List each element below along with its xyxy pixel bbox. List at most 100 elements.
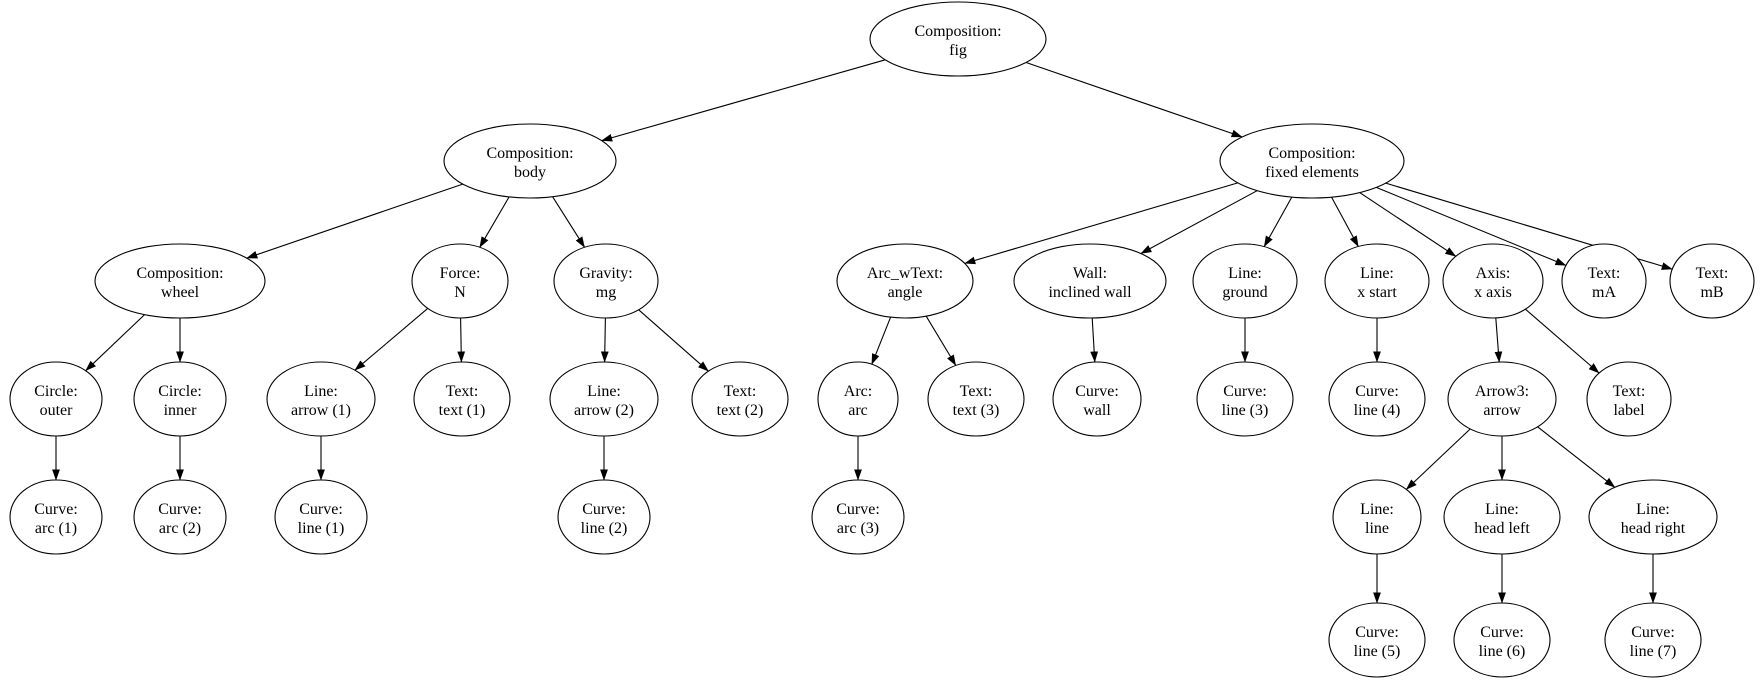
node-label-line2-angle: angle [888,284,923,301]
node-label-line1-carc3: Curve: [836,501,880,518]
node-ellipse-text3 [927,361,1025,437]
edge-arrow3-to-headright [1537,426,1616,488]
node-text1: Text:text (1) [413,361,511,437]
node-ellipse-carc1 [9,479,103,555]
edge-fixed-to-wall [1140,190,1258,254]
node-label-line2-ground: ground [1222,284,1267,301]
node-label-line2-arrow2: arrow (2) [574,402,634,419]
node-label-line1-label: Text: [1613,383,1646,400]
node-wall: Wall:inclined wall [1013,243,1167,319]
node-cline4: Curve:line (4) [1328,361,1426,437]
node-carc2: Curve:arc (2) [133,479,227,555]
edge-gravity-to-arrow2 [600,317,609,363]
node-label-line2-inner: inner [164,402,198,419]
node-ellipse-xstart [1324,243,1430,319]
node-ellipse-arrow3 [1447,361,1557,437]
node-label-line2-xstart: x start [1357,284,1397,301]
node-ellipse-arrow2 [549,361,659,437]
node-cline7: Curve:line (7) [1604,602,1702,678]
node-label-line2-arrow3: arrow [1483,402,1521,419]
node-ellipse-text1 [413,361,511,437]
node-ellipse-cline4 [1328,361,1426,437]
node-body: Composition: body [443,123,617,199]
node-ellipse-cline2 [557,479,651,555]
node-label-line2-wall: inclined wall [1048,284,1132,301]
node-label-line2-cline4: line (4) [1354,402,1401,419]
node-fixed: Composition:fixed elements [1219,123,1405,199]
node-cline6: Curve:line (6) [1453,602,1551,678]
node-ellipse-cline6 [1453,602,1551,678]
node-label: Text:label [1586,361,1672,437]
node-carc3: Curve:arc (3) [811,479,905,555]
node-label-line2-mA: mA [1592,284,1616,301]
node-label-line1-carc2: Curve: [158,501,202,518]
node-label-line1-wheel: Composition: [136,265,223,282]
edge-forceN-to-text1 [457,317,466,363]
node-ellipse-arrow1 [266,361,376,437]
node-label-line1-cline3: Curve: [1223,383,1267,400]
node-label-line2-fig: fig [949,42,967,59]
node-label-line2-carc1: arc (1) [35,520,77,537]
node-fig: Composition: fig [869,1,1047,77]
edge-wheel-to-outer [85,314,145,372]
node-label-line1-outer: Circle: [34,383,78,400]
node-label-line2-body: body [514,164,546,181]
node-ellipse-fig [869,1,1047,77]
node-ellipse-body [443,123,617,199]
node-headright: Line:head right [1588,479,1718,555]
node-ellipse-headright [1588,479,1718,555]
node-cline1: Curve:line (1) [274,479,368,555]
node-label-line1-gravity: Gravity: [579,265,632,282]
node-ellipse-text2 [691,361,789,437]
node-ellipse-carc3 [811,479,905,555]
node-label-line1-cline5: Curve: [1355,624,1399,641]
node-label-line2-headright: head right [1621,520,1686,537]
node-headleft: Line:head left [1443,479,1561,555]
edge-xaxis-to-arrow3 [1494,317,1503,363]
node-label-line1-ground: Line: [1228,265,1262,282]
node-label-line2-lline: line [1365,520,1389,537]
node-label-line1-angle: Arc_wText: [867,265,943,282]
node-ellipse-forceN [411,243,509,319]
node-label-line2-text2: text (2) [717,402,764,419]
node-label-line1-fig: Composition: [914,23,1001,40]
node-ground: Line: ground [1192,243,1298,319]
node-ellipse-wheel [94,243,266,319]
edge-body-to-gravity [552,196,586,248]
node-ellipse-gravity [553,243,659,319]
node-arrow1: Line:arrow (1) [266,361,376,437]
node-ellipse-cline1 [274,479,368,555]
node-ellipse-cline5 [1328,602,1426,678]
node-ellipse-lline [1332,479,1422,555]
node-label-line1-arrow1: Line: [304,383,338,400]
edge-gravity-to-text2 [638,309,709,372]
node-label-line1-body: Composition: [486,145,573,162]
node-label-line2-cline2: line (2) [581,520,628,537]
node-curvewall: Curve: wall [1052,361,1142,437]
node-ellipse-angle [836,243,974,319]
node-label-line1-text2: Text: [724,383,757,400]
node-inner: Circle:inner [133,361,227,437]
node-text3: Text:text (3) [927,361,1025,437]
node-label-line2-wheel: wheel [161,284,200,301]
edge-fixed-to-xstart [1331,196,1359,247]
node-label-line1-mB: Text: [1696,265,1729,282]
edge-arrow3-to-lline [1405,428,1471,490]
node-ellipse-headleft [1443,479,1561,555]
node-ellipse-curvewall [1052,361,1142,437]
node-gravity: Gravity: mg [553,243,659,319]
node-label-line1-fixed: Composition: [1268,145,1355,162]
node-label-line1-text1: Text: [446,383,479,400]
edge-fig-to-fixed [1025,61,1243,138]
node-label-line2-arc: arc [848,402,868,419]
node-ellipse-cline7 [1604,602,1702,678]
node-label-line2-curvewall: wall [1083,402,1111,419]
node-ellipse-cline3 [1196,361,1294,437]
node-label-line1-curvewall: Curve: [1075,383,1119,400]
node-ellipse-wall [1013,243,1167,319]
node-label-line2-gravity: mg [596,284,616,301]
node-label-line2-cline3: line (3) [1222,402,1269,419]
node-ellipse-mB [1669,243,1755,319]
